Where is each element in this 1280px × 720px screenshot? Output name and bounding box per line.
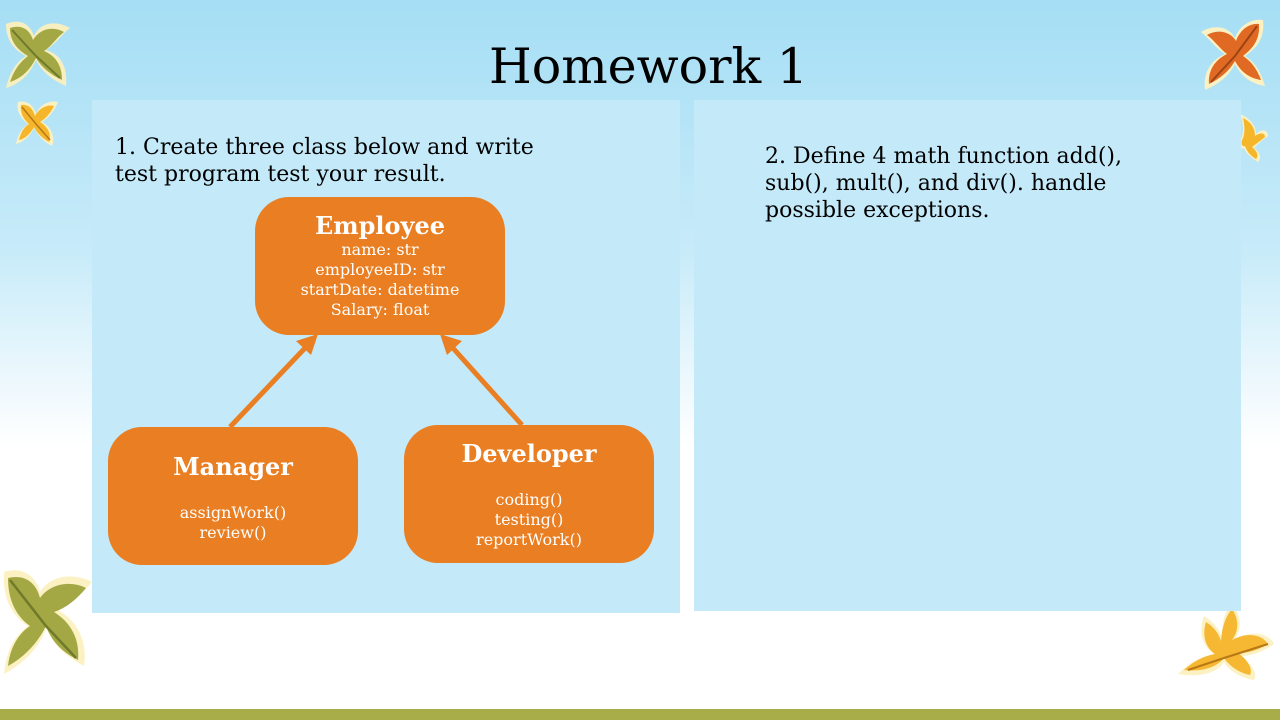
- employee-member: name: str: [341, 240, 419, 259]
- bottom-bar: [0, 709, 1280, 720]
- developer-inheritance-arrow: [450, 345, 524, 427]
- developer-arrowhead: [440, 334, 462, 355]
- developer-class-name: Developer: [461, 439, 597, 468]
- manager-class-name: Manager: [173, 452, 293, 481]
- manager-member: assignWork(): [179, 503, 287, 522]
- question-1-text: 1. Create three class below and write te…: [115, 135, 534, 187]
- manager-class-box: Manager assignWork() review(): [108, 427, 358, 565]
- slide-title: Homework 1: [488, 38, 808, 95]
- question-panel-right: 2. Define 4 math function add(), sub(), …: [694, 100, 1241, 611]
- developer-class-box: Developer coding() testing() reportWork(…: [404, 425, 654, 563]
- leaf-icon: [6, 21, 70, 88]
- employee-member: startDate: datetime: [300, 280, 460, 299]
- developer-member: reportWork(): [476, 530, 582, 549]
- leaf-icon: [1178, 604, 1274, 680]
- employee-class-name: Employee: [314, 211, 446, 240]
- manager-member: review(): [199, 523, 267, 542]
- employee-member: employeeID: str: [315, 260, 445, 279]
- employee-class-box: Employee name: str employeeID: str start…: [255, 197, 505, 335]
- leaf-icon: [16, 101, 58, 146]
- developer-member: testing(): [494, 510, 564, 529]
- question-panel-left: 1. Create three class below and write te…: [92, 100, 680, 613]
- developer-member: coding(): [495, 490, 563, 509]
- manager-inheritance-arrow: [228, 345, 308, 429]
- manager-arrowhead: [296, 334, 318, 355]
- question-2-text: 2. Define 4 math function add(), sub(), …: [765, 144, 1122, 223]
- leaf-icon: [3, 570, 93, 674]
- leaf-icon: [1201, 19, 1265, 91]
- employee-member: Salary: float: [330, 300, 430, 319]
- leaf-icon: [1239, 114, 1268, 162]
